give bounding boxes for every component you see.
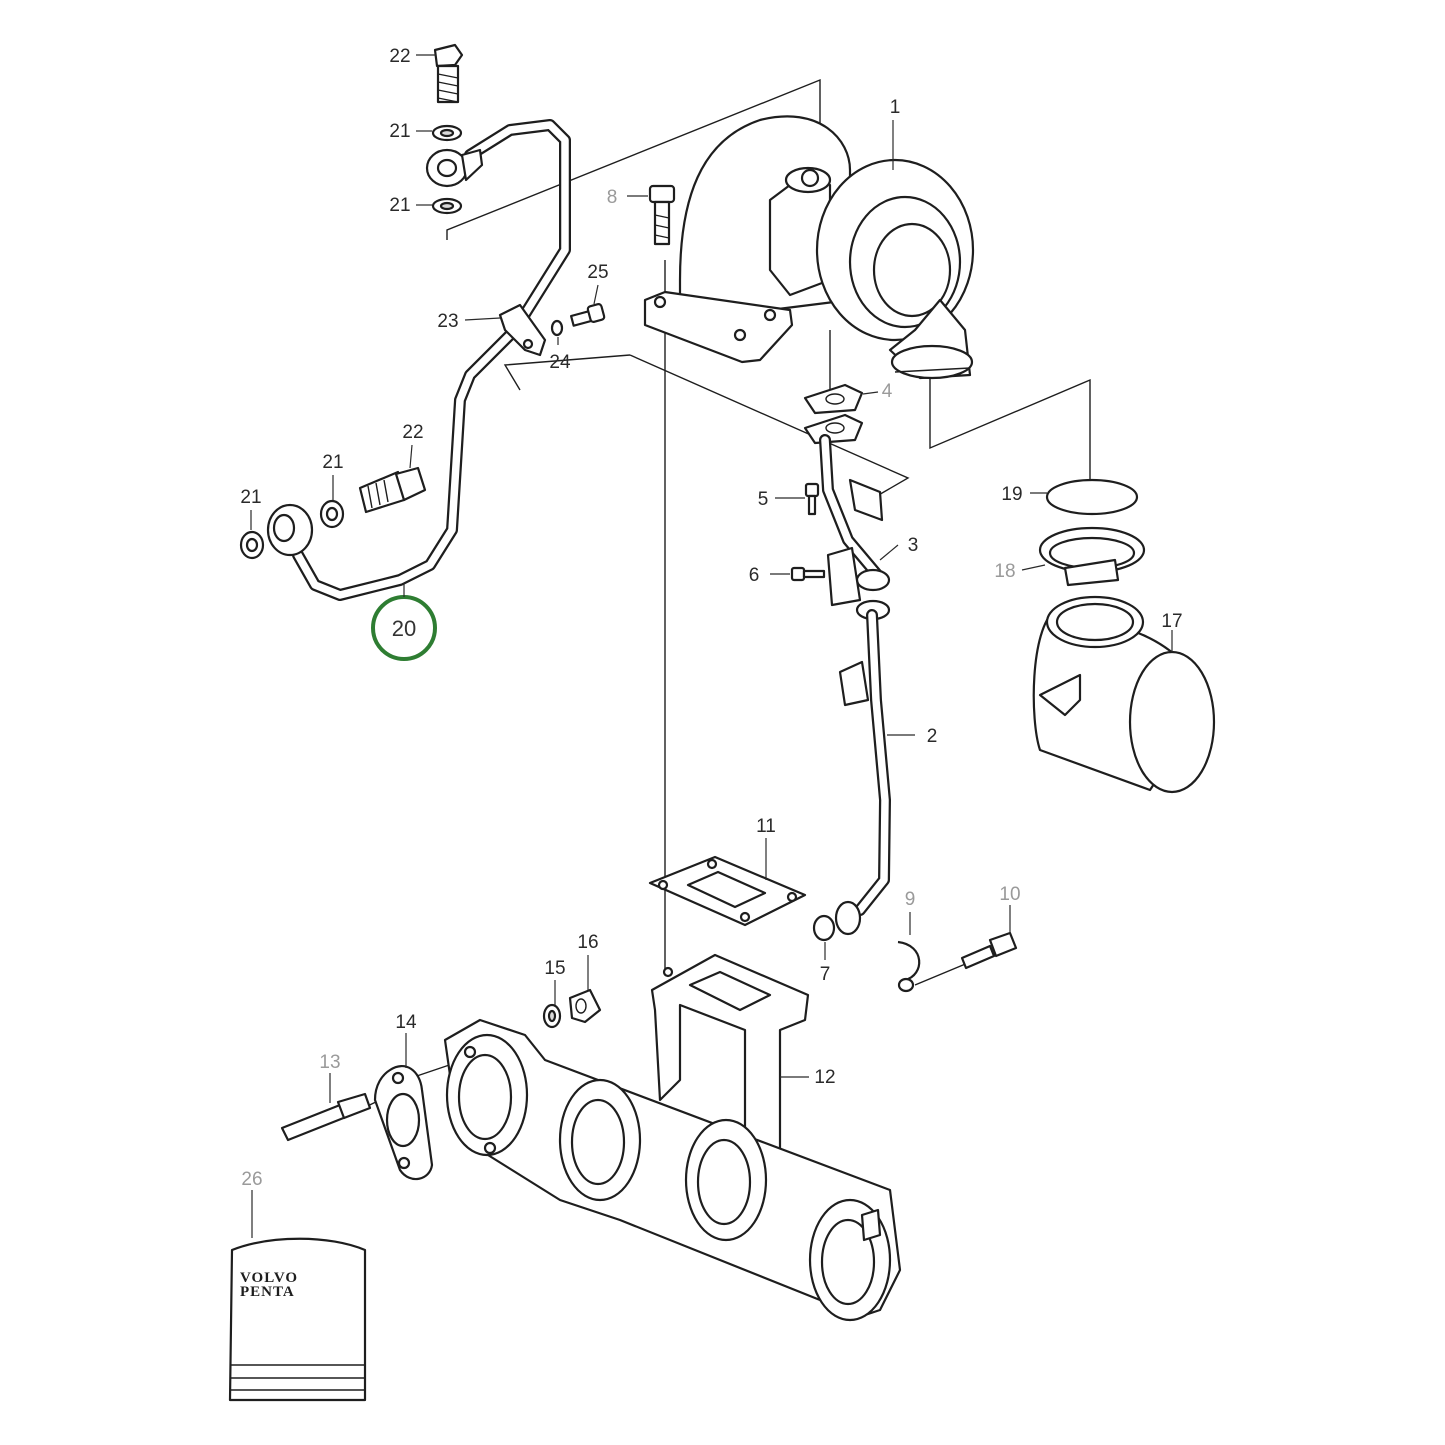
callout-17: 17	[1161, 611, 1182, 632]
banjo-bolt-lower	[358, 466, 427, 514]
bolt-8	[648, 184, 676, 246]
callout-20: 20	[392, 616, 416, 641]
callout-21d: 21	[240, 487, 261, 508]
callout-13: 13	[319, 1052, 340, 1073]
oil-pipe-2	[834, 599, 891, 936]
gasket-11	[648, 855, 807, 927]
callout-22b: 22	[402, 422, 423, 443]
screw-5	[804, 482, 820, 516]
gasket-4	[803, 383, 864, 415]
bolt-10	[960, 931, 1018, 970]
package-brand-line1: VOLVO	[240, 1270, 298, 1286]
turbocharger	[643, 115, 975, 380]
banjo-bolt-top	[433, 43, 464, 104]
oil-pipe-20	[266, 119, 571, 601]
callout-22a: 22	[389, 46, 410, 67]
callout-7: 7	[820, 964, 831, 985]
screw-25	[569, 303, 606, 327]
callout-14: 14	[395, 1012, 417, 1033]
sealing-washers-lower	[239, 499, 345, 560]
leader-lines	[250, 54, 1173, 1238]
air-hose-17	[1032, 595, 1216, 794]
callout-2: 2	[927, 726, 938, 747]
callout-23: 23	[437, 311, 458, 332]
o-ring-19	[1045, 478, 1139, 516]
callout-8: 8	[607, 187, 618, 208]
sealant-package-26: VOLVO PENTA	[228, 1237, 367, 1402]
stud-13	[280, 1092, 372, 1142]
callout-11: 11	[756, 816, 776, 837]
callout-26: 26	[241, 1169, 262, 1190]
clip-9	[897, 940, 921, 993]
oil-return-pipe-3	[803, 413, 891, 592]
callout-9: 9	[905, 889, 916, 910]
callout-24: 24	[549, 352, 571, 373]
package-brand-line2: PENTA	[240, 1284, 295, 1300]
gasket-14	[373, 1065, 434, 1181]
callout-3: 3	[908, 535, 919, 556]
callout-21b: 21	[389, 195, 410, 216]
callout-10: 10	[999, 884, 1020, 905]
callout-21a: 21	[389, 121, 410, 142]
callout-16: 16	[577, 932, 598, 953]
callout-25: 25	[587, 262, 608, 283]
callout-12: 12	[814, 1067, 835, 1088]
callout-15: 15	[544, 958, 565, 979]
callout-1: 1	[890, 97, 901, 118]
o-ring-7	[812, 914, 836, 942]
callout-18: 18	[994, 561, 1015, 582]
callout-21c: 21	[322, 452, 343, 473]
callout-19: 19	[1001, 484, 1022, 505]
pipe-clip-23	[498, 303, 547, 357]
sealing-washers-top	[431, 124, 463, 215]
nut-16	[568, 988, 602, 1024]
exhaust-manifold-12	[443, 953, 902, 1322]
screw-6	[790, 546, 862, 607]
callout-labels: 1 2 3 4 5 6 7 8 9 10 11 12 13 14 15 16 1…	[240, 46, 1182, 1190]
callout-6: 6	[749, 565, 760, 586]
washer-15	[542, 1003, 562, 1029]
hose-clamp-18	[1038, 526, 1146, 587]
washer-24	[550, 319, 564, 337]
callout-4: 4	[882, 381, 893, 402]
callout-5: 5	[758, 489, 769, 510]
